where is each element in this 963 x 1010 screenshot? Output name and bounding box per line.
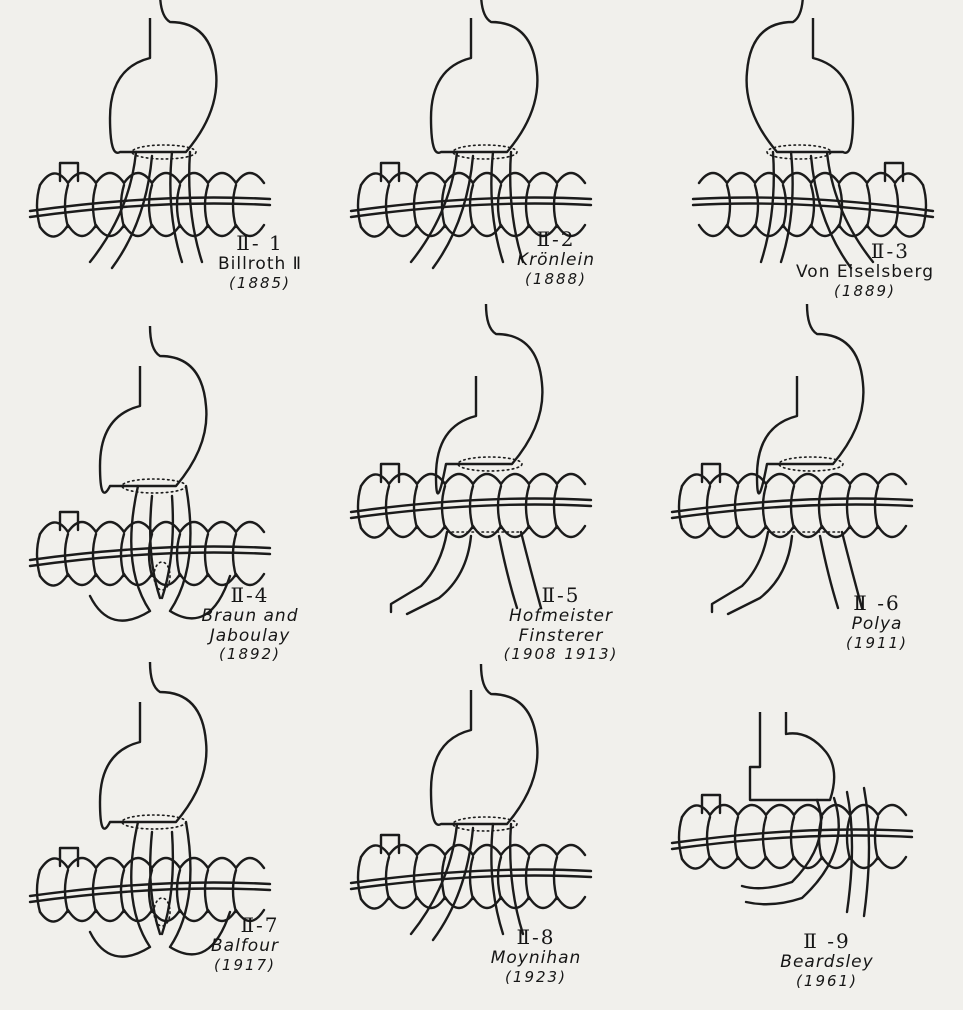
procedure-label: Ⅱ-3 Von Eiselsberg (1889)	[770, 240, 960, 300]
drawing-group	[351, 304, 591, 614]
transverse-colon	[351, 464, 591, 538]
procedure-panel-7: Ⅱ-7 Balfour (1917)	[0, 672, 321, 1008]
gastric-remnant	[100, 662, 206, 829]
jejunal-loop	[90, 152, 202, 268]
procedure-label: Ⅱ-7 Balfour (1917)	[180, 914, 310, 974]
procedure-panel-8: Ⅱ-8 Moynihan (1923)	[321, 672, 642, 1008]
procedure-year: (1923)	[461, 969, 611, 986]
procedure-year: (1908 1913)	[486, 646, 636, 663]
gastric-remnant	[431, 664, 537, 831]
procedure-code: Ⅱ-7	[180, 914, 310, 937]
procedure-name: Billroth Ⅱ	[195, 255, 325, 275]
procedure-label: Ⅱ-8 Moynihan (1923)	[461, 926, 611, 986]
procedure-code: Ⅱ -9	[752, 930, 902, 953]
drawing-group	[693, 0, 933, 268]
drawing-group	[30, 326, 270, 621]
procedure-code: Ⅱ-5	[486, 584, 636, 607]
procedure-year: (1961)	[752, 973, 902, 990]
procedure-panel-5: Ⅱ-5 Hofmeister Finsterer (1908 1913)	[321, 336, 642, 672]
procedure-panel-2: Ⅱ-2 Krönlein (1888)	[321, 0, 642, 336]
gastric-remnant	[431, 0, 537, 159]
procedure-name: Krönlein	[491, 251, 621, 271]
procedure-name: Von Eiselsberg	[770, 263, 960, 283]
procedure-label: Ⅱ- 1 Billroth Ⅱ (1885)	[195, 232, 325, 292]
gastric-remnant	[110, 0, 216, 159]
procedure-code: Ⅱ-3	[770, 240, 960, 263]
procedure-code: Ⅱ-8	[461, 926, 611, 949]
procedure-name: Balfour	[180, 937, 310, 957]
jejunal-loop	[411, 824, 523, 940]
jejunal-loop	[742, 788, 869, 916]
drawing-group	[672, 304, 912, 614]
gastric-remnant	[100, 326, 206, 493]
procedure-code: Ⅱ- 1	[195, 232, 325, 255]
procedure-name: Polya	[812, 615, 942, 635]
procedure-year: (1885)	[195, 275, 325, 292]
procedure-year: (1889)	[770, 283, 960, 300]
procedure-label: Ⅱ-4 Braun and Jaboulay (1892)	[185, 584, 315, 663]
drawing-group	[30, 0, 270, 268]
procedure-name: Hofmeister Finsterer	[486, 607, 636, 646]
procedure-year: (1892)	[185, 646, 315, 663]
procedure-year: (1888)	[491, 271, 621, 288]
procedure-panel-6: Ⅱ -6 Polya (1911)	[642, 336, 963, 672]
procedure-label: Ⅱ -6 Polya (1911)	[812, 592, 942, 652]
procedure-code: Ⅱ -6	[812, 592, 942, 615]
procedure-label: Ⅱ-5 Hofmeister Finsterer (1908 1913)	[486, 584, 636, 663]
procedure-year: (1917)	[180, 957, 310, 974]
procedure-code: Ⅱ-4	[185, 584, 315, 607]
procedure-panel-3: Ⅱ-3 Von Eiselsberg (1889)	[642, 0, 963, 336]
procedure-panel-9: Ⅱ -9 Beardsley (1961)	[642, 672, 963, 1008]
drawing-group	[30, 662, 270, 957]
drawing-group	[672, 712, 912, 916]
procedure-label: Ⅱ -9 Beardsley (1961)	[752, 930, 902, 990]
transverse-colon	[672, 795, 912, 869]
procedure-name: Moynihan	[461, 949, 611, 969]
procedure-year: (1911)	[812, 635, 942, 652]
procedure-name: Beardsley	[752, 953, 902, 973]
drawing-group	[351, 664, 591, 940]
procedure-name: Braun and Jaboulay	[185, 607, 315, 646]
gastric-remnant	[747, 0, 853, 159]
procedure-panel-4: Ⅱ-4 Braun and Jaboulay (1892)	[0, 336, 321, 672]
gastric-remnant	[750, 712, 834, 800]
procedure-label: Ⅱ-2 Krönlein (1888)	[491, 228, 621, 288]
transverse-colon	[672, 464, 912, 538]
procedure-code: Ⅱ-2	[491, 228, 621, 251]
procedure-panel-1: Ⅱ- 1 Billroth Ⅱ (1885)	[0, 0, 321, 336]
